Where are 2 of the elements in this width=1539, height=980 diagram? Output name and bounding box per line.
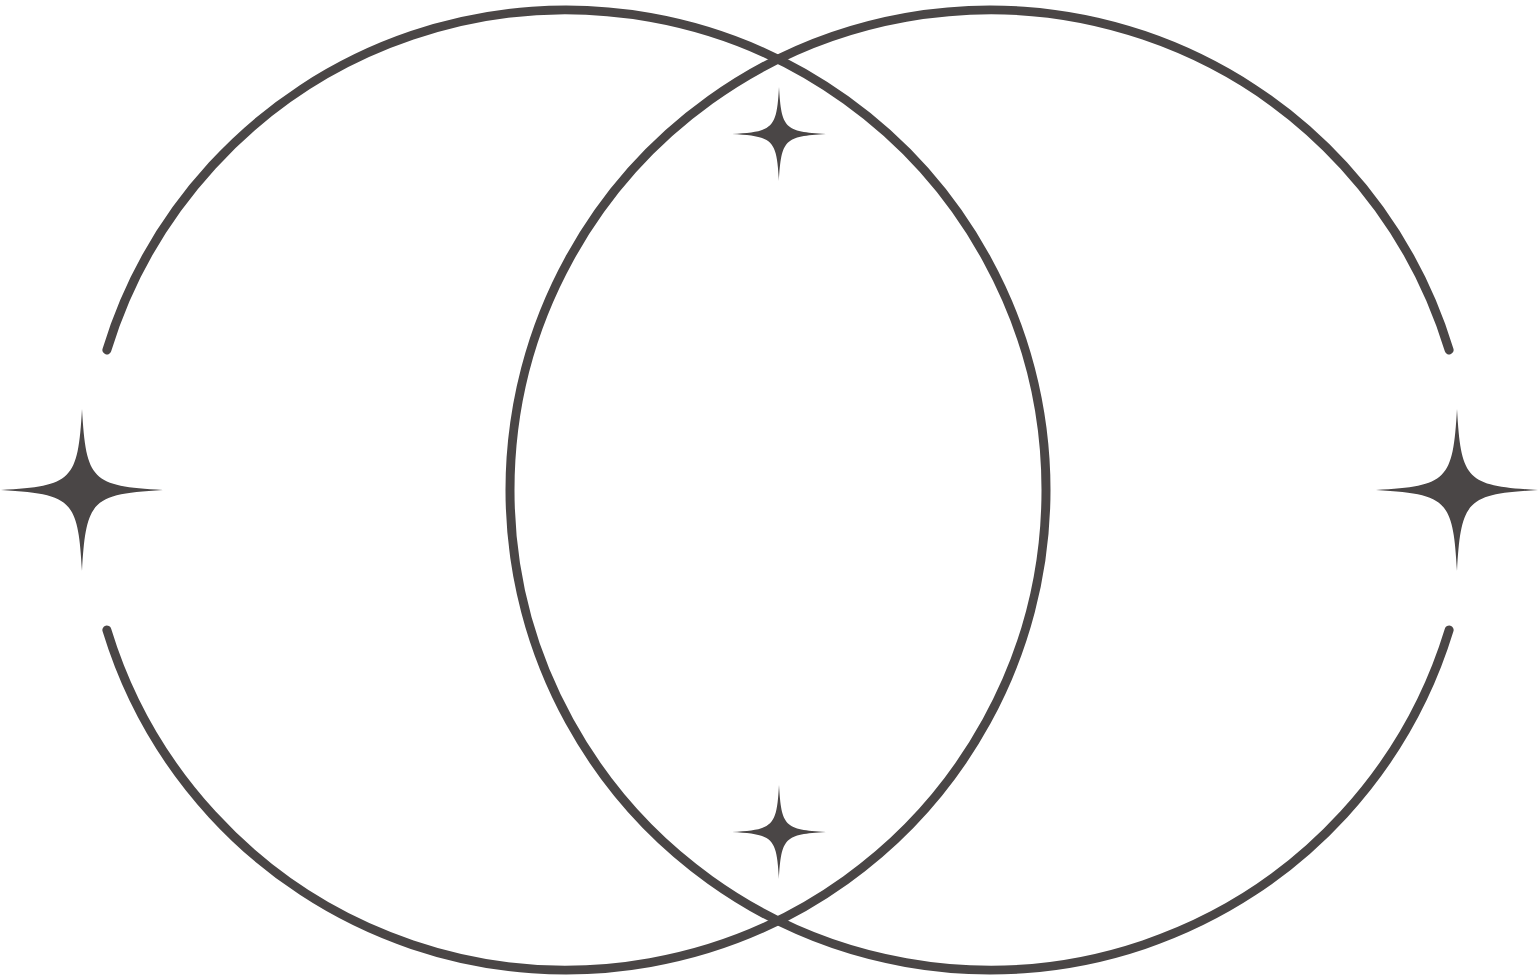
circle-outline [505, 5, 1454, 975]
circle-outline [102, 5, 1051, 975]
